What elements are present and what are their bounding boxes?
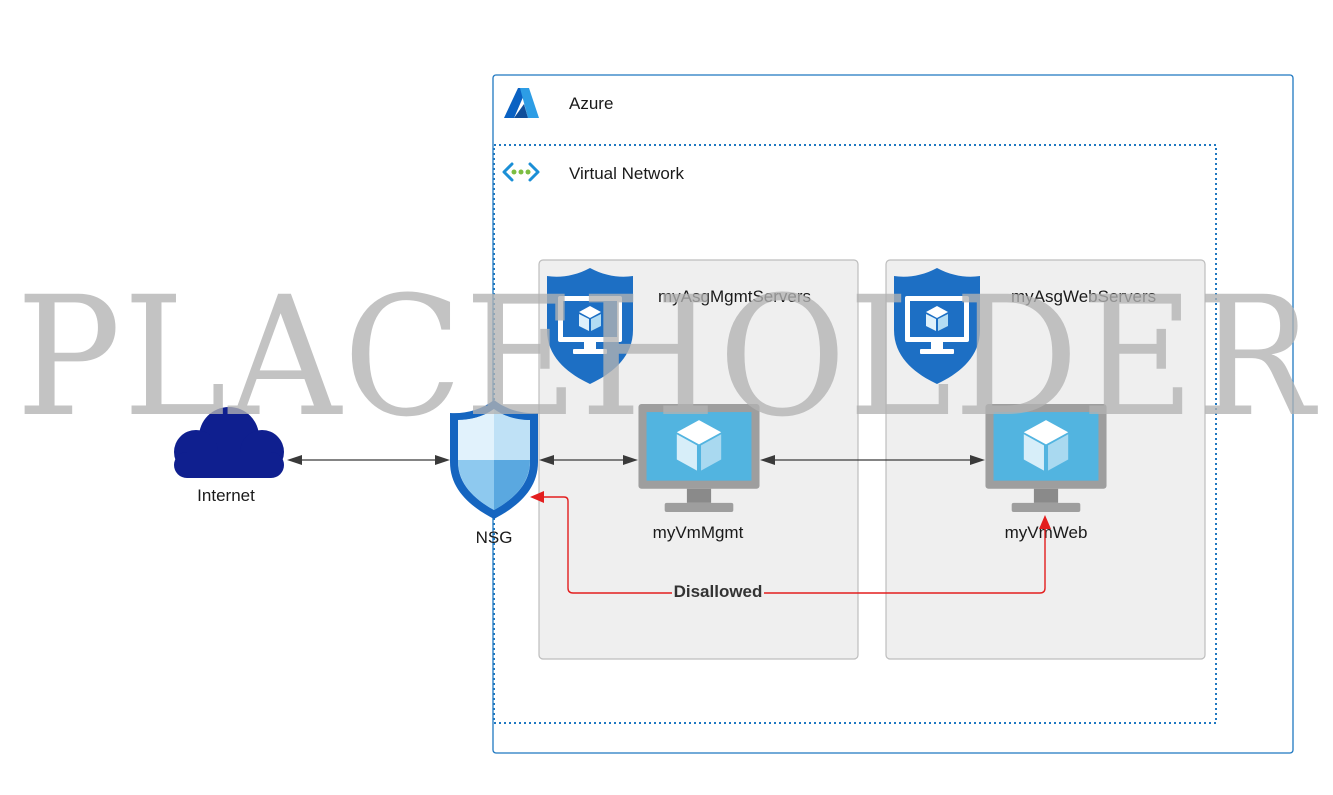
nsg-label: NSG (476, 528, 513, 547)
vm-web-label: myVmWeb (1005, 523, 1088, 542)
vnet-label: Virtual Network (569, 164, 684, 183)
asg-web-label: myAsgWebServers (1011, 287, 1156, 306)
shield-icon (450, 400, 538, 519)
disallowed-label-bg (672, 582, 764, 602)
connector-vmmgmt-vmweb (760, 455, 985, 465)
connector-nsg-vmmgmt (539, 455, 638, 465)
disallowed-label: Disallowed (674, 582, 763, 601)
connector-internet-nsg (287, 455, 450, 465)
virtual-network-icon (502, 162, 540, 182)
azure-logo-icon (504, 88, 539, 118)
internet-label: Internet (197, 486, 255, 505)
azure-label: Azure (569, 94, 613, 113)
cloud-icon (174, 407, 284, 478)
vm-mgmt-label: myVmMgmt (653, 523, 744, 542)
placeholder-watermark: PLACEHOLDER (16, 261, 1319, 453)
asg-mgmt-label: myAsgMgmtServers (658, 287, 811, 306)
connector-disallowed (530, 491, 1051, 594)
